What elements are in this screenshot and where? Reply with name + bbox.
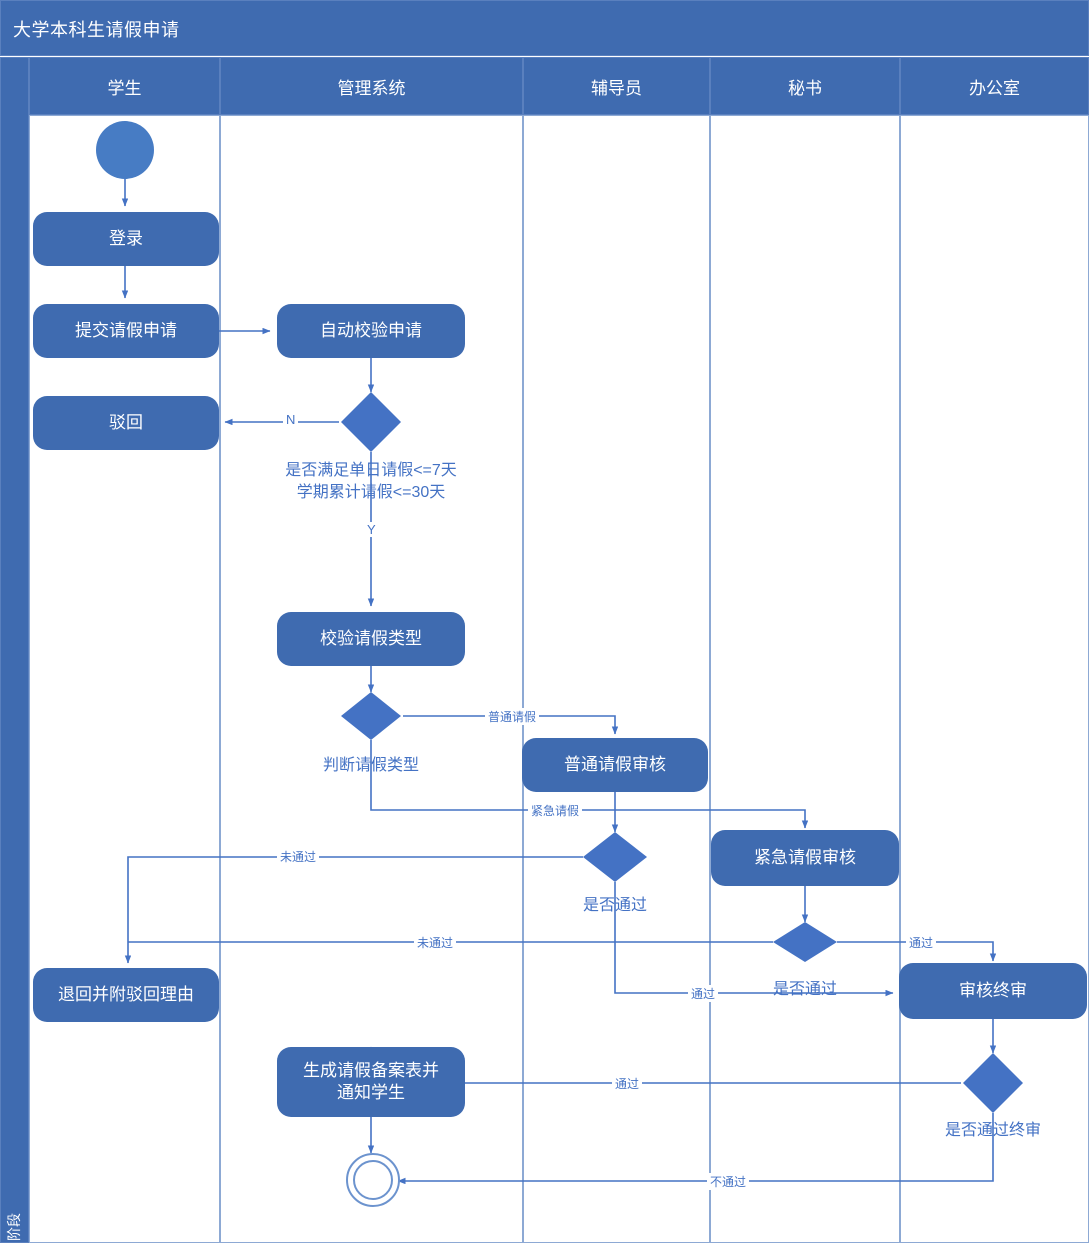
node-urgent-leave-review[interactable]: 紧急请假审核 [711,830,899,886]
lane-header-secretary: 秘书 [710,57,900,115]
node-final-review[interactable]: 审核终审 [899,963,1087,1019]
decision-days-label-line1: 是否满足单日请假<=7天 [285,462,457,479]
edge-label-passed-counselor: 通过 [688,985,719,1002]
lane-header-student: 学生 [29,57,220,115]
lane-header-counselor: 辅导员 [523,57,710,115]
end-node[interactable] [346,1153,400,1207]
decision-pass-secretary-label: 是否通过 [772,981,838,998]
node-auto-check-application[interactable]: 自动校验申请 [277,304,465,358]
node-submit-leave-application[interactable]: 提交请假申请 [33,304,219,358]
decision-final-label: 是否通过终审 [944,1122,1042,1139]
decision-days-label: 是否满足单日请假<=7天 学期累计请假<=30天 [285,460,457,503]
node-reject[interactable]: 驳回 [33,396,219,450]
edge-label-n: N [283,412,299,427]
edge-label-passed-final: 通过 [612,1075,643,1092]
edge-label-passed-secretary: 通过 [906,934,937,951]
node-normal-leave-review[interactable]: 普通请假审核 [522,738,708,792]
node-return-with-reason[interactable]: 退回并附驳回理由 [33,968,219,1022]
node-generate-record-form-line2: 通知学生 [337,1083,405,1102]
decision-pass-counselor-label: 是否通过 [582,897,648,914]
node-login[interactable]: 登录 [33,212,219,266]
node-generate-record-form-line1: 生成请假备案表并 [303,1060,439,1080]
diagram-title-bar: 大学本科生请假申请 [0,0,1089,56]
lane-body-counselor [523,115,710,1243]
lane-body-student [29,115,220,1243]
decision-days-label-line2: 学期累计请假<=30天 [296,483,446,501]
lane-header-office: 办公室 [900,57,1089,115]
edge-label-y: Y [364,522,379,537]
edge-label-not-passed-final: 不通过 [707,1173,750,1190]
end-node-inner-ring [353,1160,393,1200]
lane-header-management-system: 管理系统 [220,57,523,115]
lane-body-secretary [710,115,900,1243]
node-check-leave-type[interactable]: 校验请假类型 [277,612,465,666]
edge-label-not-passed-counselor: 未通过 [277,848,320,865]
edge-label-not-passed-secretary: 未通过 [414,934,457,951]
lane-body-office [900,115,1089,1243]
edge-label-normal-leave: 普通请假 [485,708,540,725]
edge-label-urgent-leave: 紧急请假 [528,802,583,819]
node-generate-record-form[interactable]: 生成请假备案表并 通知学生 [277,1047,465,1117]
decision-type-label: 判断请假类型 [322,757,420,774]
page-title: 大学本科生请假申请 [13,20,180,40]
phase-bar: 阶段 [0,57,29,1243]
start-node[interactable] [96,121,154,179]
phase-label: 阶段 [6,1213,22,1241]
